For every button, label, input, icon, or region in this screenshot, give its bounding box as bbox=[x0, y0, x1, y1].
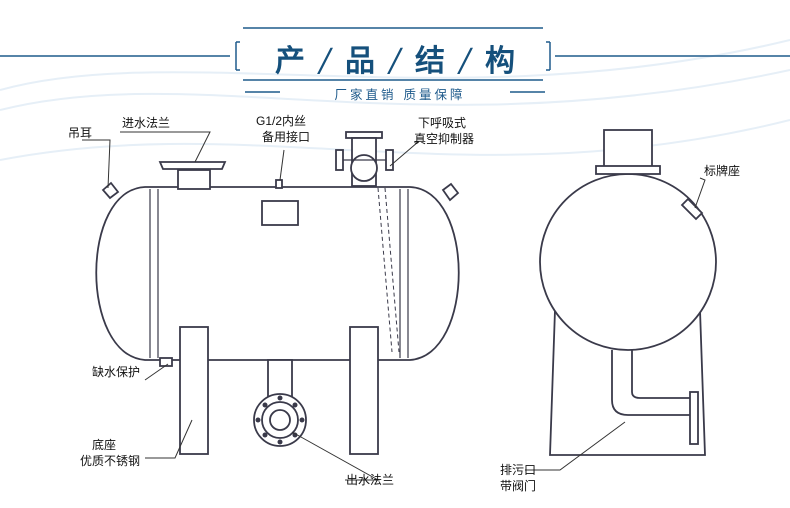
label-drain-2: 带阀门 bbox=[500, 479, 537, 493]
horizontal-tank bbox=[95, 131, 460, 455]
label-outlet-flange: 出水法兰 bbox=[346, 473, 395, 487]
title-separator: / bbox=[389, 41, 401, 79]
label-base-2: 优质不锈钢 bbox=[80, 454, 141, 468]
label-lifting-lug: 吊耳 bbox=[68, 126, 93, 140]
title-char-3: 结 bbox=[415, 44, 445, 79]
title-char-2: 品 bbox=[345, 44, 375, 79]
label-g-interface-2: 备用接口 bbox=[262, 130, 311, 144]
outlet-flange-bolts bbox=[255, 395, 305, 445]
label-g-interface-1: G1/2内丝 bbox=[256, 114, 307, 128]
label-drain-1: 排污口 bbox=[500, 463, 537, 477]
side-view-tank bbox=[539, 129, 717, 456]
header-subtitle: 厂家直销 质量保障 bbox=[334, 87, 466, 102]
header-frame bbox=[0, 27, 790, 93]
label-nameplate-seat: 标牌座 bbox=[704, 164, 741, 178]
title-separator: / bbox=[319, 41, 331, 79]
leader-lines bbox=[82, 131, 706, 481]
header-title: 产 / 品 / 结 / 构 bbox=[0, 36, 790, 80]
label-low-water: 缺水保护 bbox=[92, 365, 141, 379]
label-base-1: 底座 bbox=[92, 438, 117, 452]
label-inlet-flange: 进水法兰 bbox=[122, 116, 171, 130]
title-char-4: 构 bbox=[485, 44, 515, 79]
title-separator: / bbox=[459, 41, 471, 79]
label-vacuum-2: 真空抑制器 bbox=[414, 132, 475, 146]
label-vacuum-1: 下呼吸式 bbox=[418, 116, 467, 130]
title-char-1: 产 bbox=[275, 44, 305, 79]
